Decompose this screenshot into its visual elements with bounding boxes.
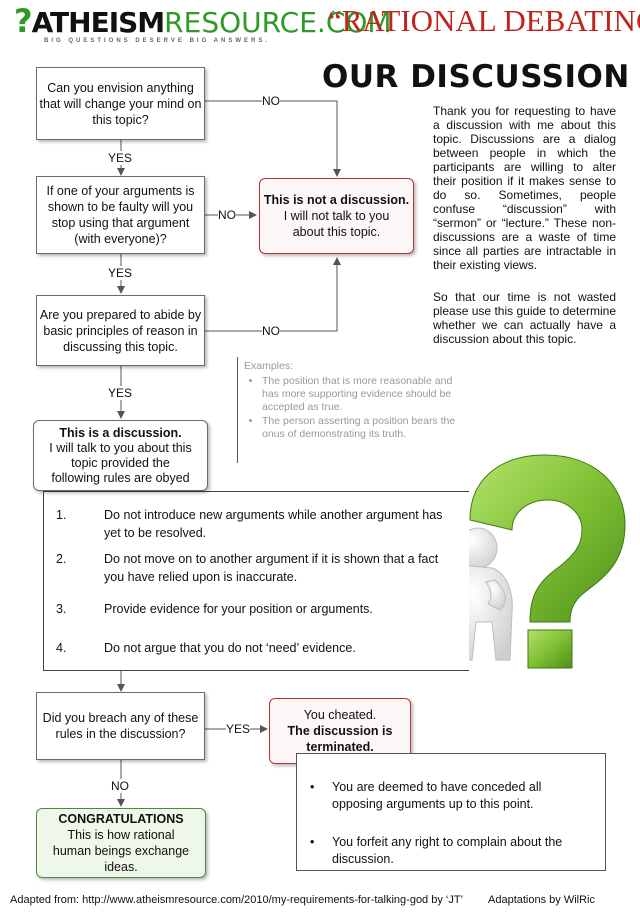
is-discussion-box: This is a discussion. I will talk to you… [33, 420, 208, 491]
label-no-q2: NO [218, 208, 236, 222]
is-discussion-title: This is a discussion. [59, 425, 182, 440]
footer-credit: Adapted from: http://www.atheismresource… [10, 894, 464, 906]
label-yes-q1: YES [108, 151, 133, 165]
cheated-line-2: The discussion is terminated. [287, 724, 393, 754]
not-discussion-body: I will not talk to you about this topic. [283, 209, 390, 239]
congratulations-box: CONGRATULATIONS This is how rational hum… [36, 808, 206, 878]
intro-paragraph-2: So that our time is not wasted please us… [433, 290, 616, 346]
rule-text: Do not argue that you do not ‘need’ evid… [104, 641, 356, 655]
label-yes-q4: YES [226, 722, 251, 736]
footer: Adapted from: http://www.atheismresource… [10, 894, 595, 906]
question-1-text: Can you envision anything that will chan… [39, 80, 202, 127]
label-yes-q3: YES [108, 386, 133, 400]
rule-number: 2. [56, 552, 67, 566]
question-box-2: If one of your arguments is shown to be … [36, 176, 205, 254]
congratulations-title: CONGRATULATIONS [58, 812, 184, 826]
label-yes-q2: YES [108, 266, 133, 280]
question-box-3: Are you prepared to abide by basic princ… [36, 295, 205, 366]
example-item: The position that is more reasonable and… [262, 375, 459, 414]
bullet-icon: • [310, 780, 315, 794]
consequence-text: You forfeit any right to complain about … [332, 835, 563, 866]
rule-number: 3. [56, 602, 67, 616]
footer-adaptation: Adaptations by WilRic [488, 894, 595, 906]
is-discussion-body: I will talk to you about this topic prov… [49, 440, 192, 485]
consequences-panel [296, 753, 606, 871]
page-title: OUR DISCUSSION [322, 59, 630, 95]
connector-q3-no [205, 257, 341, 332]
examples-panel: Examples: The position that is more reas… [237, 357, 459, 463]
examples-heading: Examples: [244, 360, 294, 372]
not-discussion-title: This is not a discussion. [263, 193, 410, 207]
question-2-text: If one of your arguments is shown to be … [46, 184, 195, 246]
label-no-q4: NO [111, 779, 129, 793]
rules-panel [43, 491, 469, 671]
label-no-q1: NO [262, 94, 280, 108]
not-discussion-box: This is not a discussion. I will not tal… [259, 178, 414, 254]
congratulations-body: This is how rational human beings exchan… [52, 828, 190, 874]
question-mark-icon [469, 454, 626, 669]
logo-tagline: BIG QUESTIONS DESERVE BIG ANSWERS. [44, 38, 271, 44]
bullet-icon: • [310, 835, 315, 849]
rule-number: 1. [56, 508, 67, 522]
rule-text: Provide evidence for your position or ar… [104, 602, 373, 616]
question-box-1: Can you envision anything that will chan… [36, 67, 205, 140]
site-logo: ?ATHEISMRESOURCE.COM [14, 4, 392, 40]
logo-text-resource: RESOURCE.COM [164, 6, 392, 39]
question-box-4: Did you breach any of these rules in the… [36, 692, 205, 760]
label-no-q3: NO [262, 324, 280, 338]
rule-text: Do not introduce new arguments while ano… [104, 508, 443, 540]
connector-q1-no [205, 100, 341, 177]
consequence-text: You are deemed to have conceded all oppo… [332, 780, 542, 811]
cheated-line-1: You cheated. [303, 708, 377, 722]
poster-title: “RATIONAL DEBATING” [328, 3, 640, 38]
rule-text: Do not move on to another argument if it… [104, 552, 439, 584]
question-3-text: Are you prepared to abide by basic princ… [39, 307, 202, 354]
rule-number: 4. [56, 641, 67, 655]
intro-paragraph-1: Thank you for requesting to have a discu… [433, 104, 616, 272]
question-4-text: Did you breach any of these rules in the… [42, 711, 199, 741]
example-item: The person asserting a position bears th… [262, 415, 459, 441]
logo-text-atheism: ATHEISM [31, 6, 166, 39]
question-mark-logo-icon: ? [14, 2, 33, 40]
